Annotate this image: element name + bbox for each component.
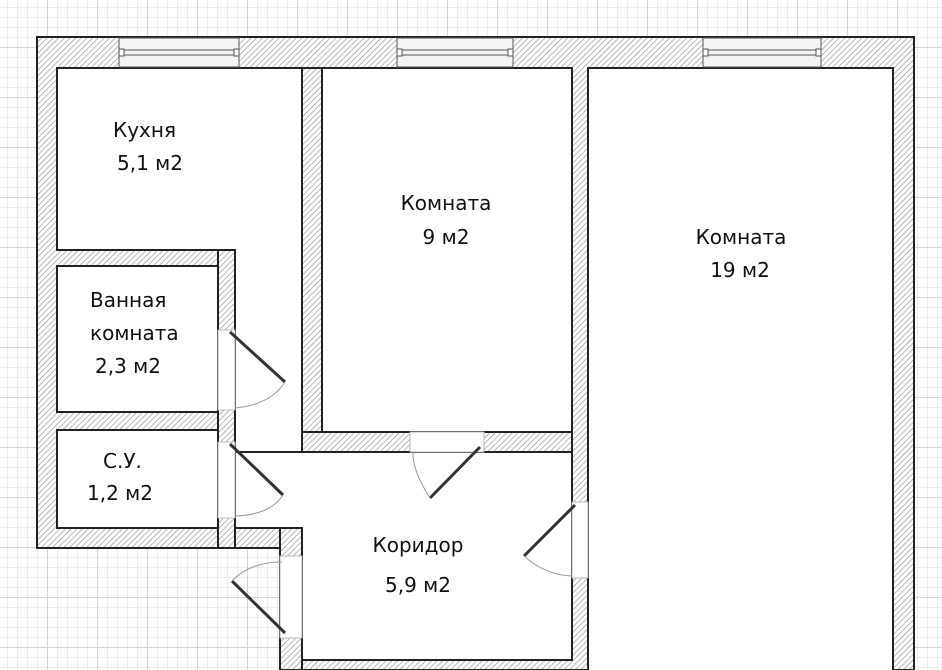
small-room-area-label: 9 м2 bbox=[423, 225, 470, 249]
bathroom-area-label: 2,3 м2 bbox=[95, 354, 161, 378]
bathroom-name-2: комната bbox=[90, 321, 179, 345]
door-small-room bbox=[409, 431, 485, 500]
bathroom-area bbox=[56, 265, 219, 413]
doors bbox=[217, 329, 589, 639]
large-room-area bbox=[587, 67, 894, 670]
window-small-room bbox=[396, 37, 514, 68]
corridor-area-label: 5,9 м2 bbox=[385, 573, 451, 597]
window-large-room bbox=[702, 37, 822, 68]
kitchen-name: Кухня bbox=[113, 118, 176, 142]
door-entrance bbox=[230, 555, 303, 639]
large-room-name: Комната bbox=[696, 225, 787, 249]
door-large-room bbox=[522, 501, 589, 579]
toilet-area bbox=[56, 429, 219, 529]
large-room-area-label: 19 м2 bbox=[710, 258, 770, 282]
small-room-area bbox=[321, 67, 573, 433]
corridor-name: Коридор bbox=[373, 533, 464, 557]
toilet-name: С.У. bbox=[103, 449, 142, 473]
windows bbox=[118, 37, 822, 68]
rooms bbox=[56, 67, 894, 670]
door-toilet bbox=[217, 441, 285, 519]
kitchen-area-label: 5,1 м2 bbox=[117, 151, 183, 175]
small-room-name: Комната bbox=[401, 191, 492, 215]
door-bathroom bbox=[217, 329, 287, 411]
toilet-area-label: 1,2 м2 bbox=[87, 481, 153, 505]
room-labels: Кухня 5,1 м2 Комната 9 м2 Комната 19 м2 … bbox=[87, 118, 786, 597]
bathroom-name-1: Ванная bbox=[90, 288, 166, 312]
window-kitchen bbox=[118, 37, 240, 68]
